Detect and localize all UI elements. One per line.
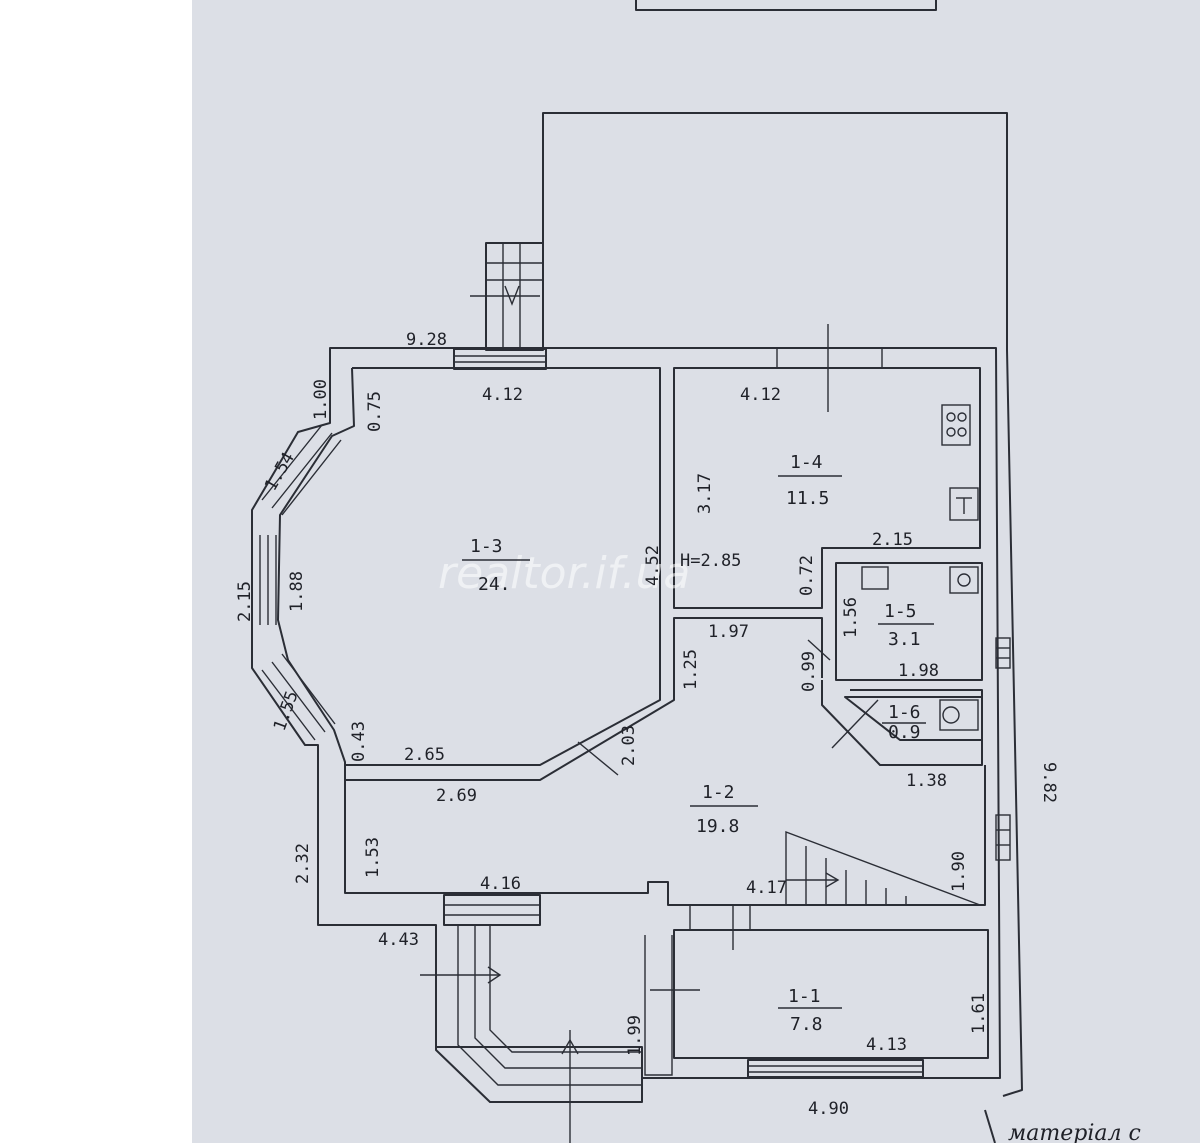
dim-label: 1.99 <box>625 1015 645 1056</box>
room-label-1-2: 1-2 19.8 <box>690 782 758 837</box>
window-right-2 <box>995 814 1011 861</box>
dim-label: 4.12 <box>482 385 523 405</box>
dim-label: 1.38 <box>906 771 947 791</box>
room-1-5-walls <box>835 562 983 681</box>
room-id: 1-6 <box>888 702 921 723</box>
dim-label: 1.00 <box>311 379 331 420</box>
exterior-wall-inner <box>277 367 355 780</box>
dim-label: 1.98 <box>898 661 939 681</box>
room-1-6-walls <box>821 680 983 766</box>
room-label-1-3: 1-3 24. <box>462 536 530 595</box>
watermark: realtor.if.ua <box>438 548 690 599</box>
dim-label: 1.53 <box>363 837 383 878</box>
dim-label: 2.32 <box>293 843 313 884</box>
stove-icon <box>941 404 971 446</box>
room-1-1-walls <box>673 929 989 1059</box>
dim-label: 4.52 <box>643 545 663 586</box>
right-boundary-line <box>1002 349 1023 1097</box>
dim-label: 9.28 <box>406 330 447 350</box>
dim-label: 4.16 <box>480 874 521 894</box>
room-label-1-5: 1-5 3.1 <box>878 601 934 650</box>
dimension-labels: 9.28 1.00 0.75 4.12 4.12 1.54 3.17 4.52 … <box>235 330 1059 1119</box>
dim-label: 1.55 <box>270 688 303 733</box>
room-label-1-1: 1-1 7.8 <box>778 986 842 1035</box>
sink-icon <box>949 487 979 521</box>
room-id: 1-5 <box>884 601 917 622</box>
dim-label: 9.82 <box>1039 762 1059 803</box>
room-1-4-walls <box>673 367 981 609</box>
dim-label: 1.25 <box>681 649 701 690</box>
room-id: 1-4 <box>790 452 823 473</box>
room-id: 1-1 <box>788 986 821 1007</box>
room-area: 19.8 <box>696 816 739 837</box>
room-area: 0.9 <box>888 722 921 743</box>
room-area: 11.5 <box>786 488 829 509</box>
dim-label: 4.13 <box>866 1035 907 1055</box>
room-id: 1-3 <box>470 536 503 557</box>
paper-background <box>192 0 1200 1143</box>
room-1-3-walls <box>345 367 661 766</box>
staircase <box>785 830 981 906</box>
washer-icon <box>949 566 979 594</box>
window-top <box>453 348 547 370</box>
boiler-icon <box>861 566 889 590</box>
dim-label: 1.90 <box>949 851 969 892</box>
dim-label: 1.97 <box>708 622 749 642</box>
dim-label: 2.65 <box>404 745 445 765</box>
dim-label: 1.54 <box>261 449 299 494</box>
bay-windows <box>259 424 342 741</box>
room-area: 24. <box>478 574 511 595</box>
dim-label: 4.17 <box>746 878 787 898</box>
room-label-1-4: 1-4 11.5 <box>778 452 842 509</box>
dim-label: 3.17 <box>695 473 715 514</box>
window-bottom-left <box>443 894 541 926</box>
dim-label: 2.69 <box>436 786 477 806</box>
dim-label: 2.03 <box>619 725 639 766</box>
window-right-1 <box>995 637 1011 669</box>
paper-tab <box>635 0 937 11</box>
dim-label: 0.99 <box>799 651 819 692</box>
dim-label: 0.75 <box>365 391 385 432</box>
dim-label: 0.72 <box>797 555 817 596</box>
toilet-icon <box>939 699 979 731</box>
dim-label: 4.90 <box>808 1099 849 1119</box>
dim-label: 4.43 <box>378 930 419 950</box>
room-label-1-6: 1-6 0.9 <box>882 702 926 743</box>
dim-label: 1.61 <box>969 993 989 1034</box>
courtyard-outline <box>542 112 1008 350</box>
room-id: 1-2 <box>702 782 735 803</box>
porch-steps <box>420 925 673 1143</box>
material-note: матеріал с <box>1008 1121 1141 1143</box>
dim-label: 2.15 <box>235 581 255 622</box>
room-area: 3.1 <box>888 629 921 650</box>
dim-label: 1.56 <box>841 597 861 638</box>
dim-label: 4.12 <box>740 385 781 405</box>
room-area: 7.8 <box>790 1014 823 1035</box>
ceiling-height-label: H=2.85 <box>680 551 741 571</box>
window-bottom-right <box>747 1059 924 1078</box>
note-bracket <box>984 1109 996 1143</box>
dim-label: 1.88 <box>287 571 307 612</box>
dim-label: 0.43 <box>349 721 369 762</box>
top-steps <box>470 242 544 351</box>
dim-label: 2.15 <box>872 530 913 550</box>
